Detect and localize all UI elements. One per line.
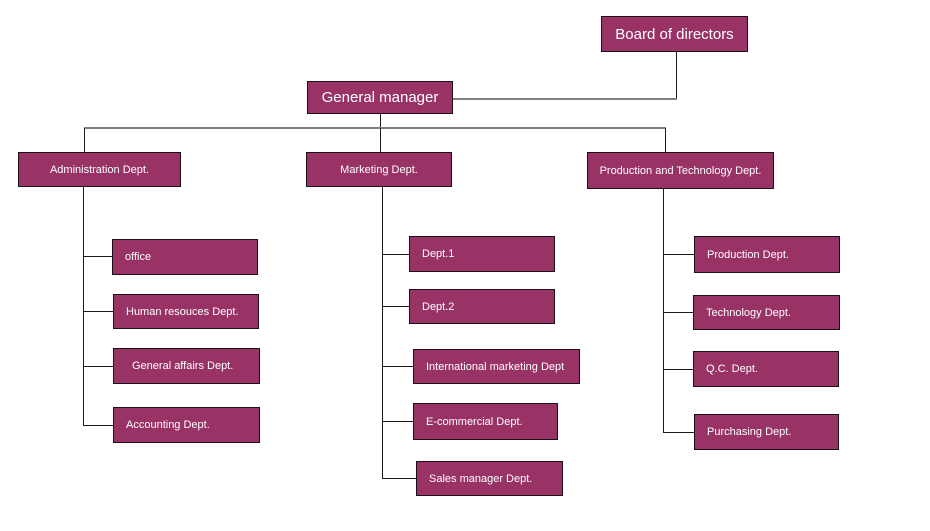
connector-line (83, 256, 112, 257)
node-label: Accounting Dept. (126, 419, 210, 431)
node-label: Board of directors (615, 25, 734, 43)
connector-line (663, 432, 694, 433)
connector-line (83, 311, 113, 312)
connector-line (663, 254, 694, 255)
node-dept-2[interactable]: Dept.2 (409, 289, 555, 324)
node-production-technology-dept[interactable]: Production and Technology Dept. (587, 152, 774, 189)
node-label: General affairs Dept. (132, 360, 234, 372)
node-production-dept[interactable]: Production Dept. (694, 236, 840, 273)
node-label: Purchasing Dept. (707, 426, 792, 438)
connector-line (453, 98, 677, 100)
node-international-marketing-dept[interactable]: International marketing Dept (413, 349, 580, 384)
node-label: Q.C. Dept. (706, 363, 758, 375)
node-label: E-commercial Dept. (426, 415, 523, 428)
connector-line (382, 366, 413, 367)
connector-line (83, 366, 113, 367)
connector-line (84, 128, 85, 152)
node-purchasing-dept[interactable]: Purchasing Dept. (694, 414, 839, 450)
node-administration-dept[interactable]: Administration Dept. (18, 152, 181, 187)
node-label: Sales manager Dept. (429, 472, 533, 485)
node-general-affairs-dept[interactable]: General affairs Dept. (113, 348, 260, 384)
connector-line (382, 478, 416, 479)
node-e-commercial-dept[interactable]: E-commercial Dept. (413, 403, 558, 440)
node-label: office (125, 251, 152, 263)
connector-line (84, 127, 666, 129)
node-label: International marketing Dept (426, 360, 565, 373)
connector-line (83, 425, 113, 426)
node-label: Production and Technology Dept. (599, 164, 762, 177)
connector-line (676, 52, 677, 100)
connector-line (665, 128, 666, 152)
node-accounting-dept[interactable]: Accounting Dept. (113, 407, 260, 443)
node-general-manager[interactable]: General manager (307, 81, 453, 114)
node-label: Dept.1 (422, 248, 455, 260)
node-qc-dept[interactable]: Q.C. Dept. (693, 351, 839, 387)
node-dept-1[interactable]: Dept.1 (409, 236, 555, 272)
connector-line (663, 189, 664, 432)
connector-line (380, 128, 381, 152)
node-label: Production Dept. (707, 248, 789, 261)
connector-line (380, 114, 381, 128)
node-label: Technology Dept. (706, 306, 791, 319)
node-human-resources-dept[interactable]: Human resouces Dept. (113, 294, 259, 329)
connector-line (83, 187, 84, 426)
node-technology-dept[interactable]: Technology Dept. (693, 295, 840, 330)
connector-line (663, 312, 693, 313)
node-marketing-dept[interactable]: Marketing Dept. (306, 152, 452, 187)
node-label: Dept.2 (422, 300, 455, 313)
connector-line (382, 187, 383, 478)
node-board-of-directors[interactable]: Board of directors (601, 16, 748, 52)
node-label: Marketing Dept. (340, 163, 418, 176)
connector-line (382, 421, 413, 422)
connector-line (382, 254, 409, 255)
node-label: Human resouces Dept. (126, 305, 239, 318)
node-sales-manager-dept[interactable]: Sales manager Dept. (416, 461, 563, 496)
node-office[interactable]: office (112, 239, 258, 275)
node-label: General manager (321, 89, 439, 106)
connector-line (663, 369, 693, 370)
connector-line (382, 306, 409, 307)
node-label: Administration Dept. (49, 163, 150, 176)
